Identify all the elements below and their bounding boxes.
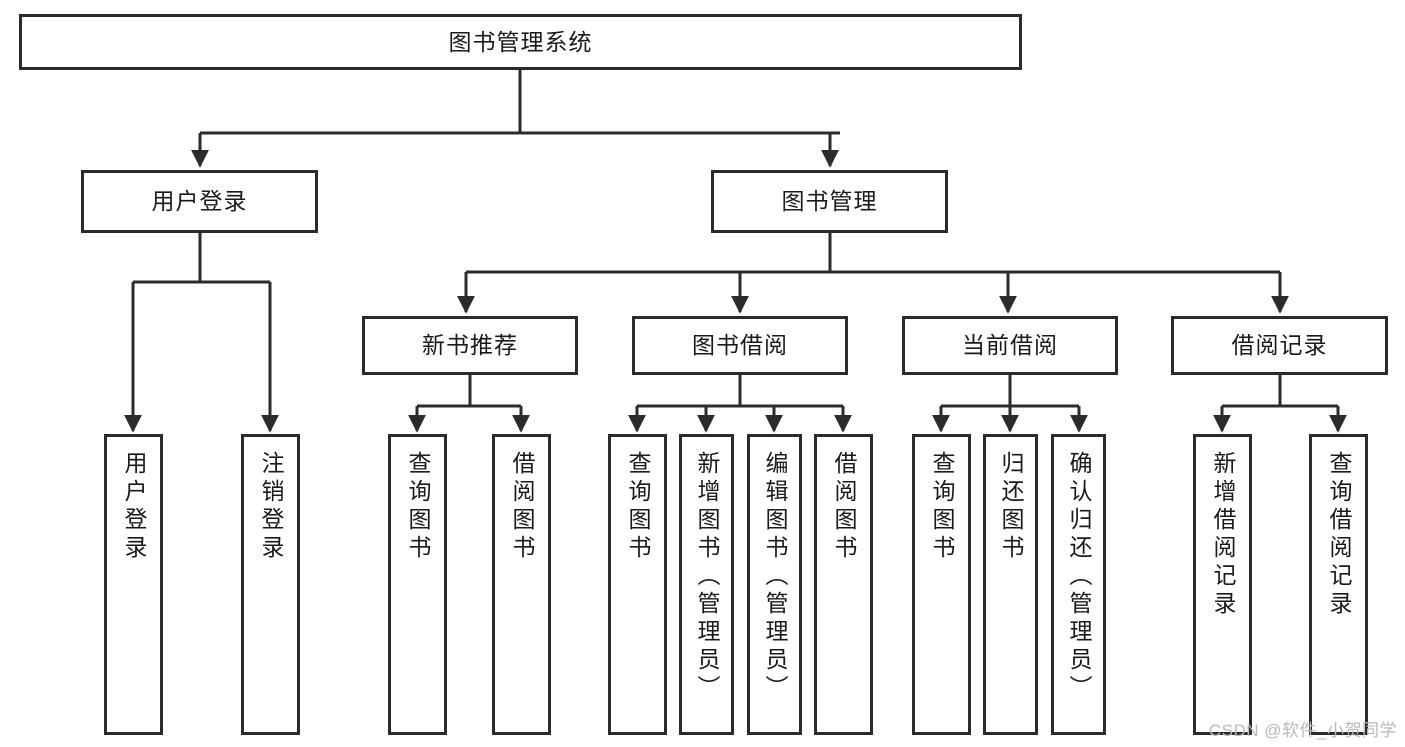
node-book-borrow[interactable]: 图书借阅 (632, 316, 848, 375)
leaf-user-login[interactable]: 用户登录 (104, 434, 163, 735)
node-root-system[interactable]: 图书管理系统 (19, 14, 1022, 70)
node-label: 图书借阅 (692, 332, 788, 359)
node-label: 借阅图书 (509, 451, 535, 563)
leaf-current-confirm-return-admin[interactable]: 确认归还（管理员） (1051, 434, 1106, 735)
watermark-text: CSDN @软件_小贺同学 (1208, 721, 1397, 740)
leaf-borrow-query-book[interactable]: 查询图书 (608, 434, 667, 735)
leaf-newbook-borrow-book[interactable]: 借阅图书 (492, 434, 551, 735)
node-label: 注销登录 (258, 451, 284, 563)
leaf-current-query-book[interactable]: 查询图书 (912, 434, 971, 735)
node-label: 确认归还（管理员） (1066, 451, 1092, 703)
node-label: 新增借阅记录 (1210, 451, 1236, 619)
node-label: 借阅图书 (831, 451, 857, 563)
node-book-management[interactable]: 图书管理 (711, 170, 948, 233)
leaf-current-return-book[interactable]: 归还图书 (983, 434, 1038, 735)
node-borrow-record[interactable]: 借阅记录 (1171, 316, 1388, 375)
node-user-login[interactable]: 用户登录 (81, 170, 318, 233)
node-label: 借阅记录 (1231, 332, 1328, 359)
node-label: 用户登录 (121, 451, 147, 563)
node-label: 编辑图书（管理员） (762, 451, 788, 703)
node-label: 查询借阅记录 (1326, 451, 1352, 619)
node-new-book-recommend[interactable]: 新书推荐 (362, 316, 578, 375)
node-label: 用户登录 (151, 188, 248, 215)
node-label: 图书管理系统 (448, 28, 593, 55)
node-label: 新增图书（管理员） (694, 451, 720, 703)
leaf-borrow-borrow-book[interactable]: 借阅图书 (814, 434, 873, 735)
node-current-borrow[interactable]: 当前借阅 (902, 316, 1118, 375)
node-label: 新书推荐 (422, 332, 518, 359)
node-label: 查询图书 (625, 451, 651, 563)
leaf-borrow-edit-book-admin[interactable]: 编辑图书（管理员） (747, 434, 802, 735)
leaf-borrow-add-book-admin[interactable]: 新增图书（管理员） (679, 434, 734, 735)
node-label: 查询图书 (405, 451, 431, 563)
leaf-newbook-query-book[interactable]: 查询图书 (388, 434, 447, 735)
node-label: 查询图书 (929, 451, 955, 563)
leaf-record-query-record[interactable]: 查询借阅记录 (1309, 434, 1368, 735)
leaf-record-add-record[interactable]: 新增借阅记录 (1193, 434, 1252, 735)
node-label: 当前借阅 (962, 332, 1058, 359)
node-label: 归还图书 (998, 451, 1024, 563)
node-label: 图书管理 (781, 188, 878, 215)
leaf-user-logout[interactable]: 注销登录 (241, 434, 300, 735)
